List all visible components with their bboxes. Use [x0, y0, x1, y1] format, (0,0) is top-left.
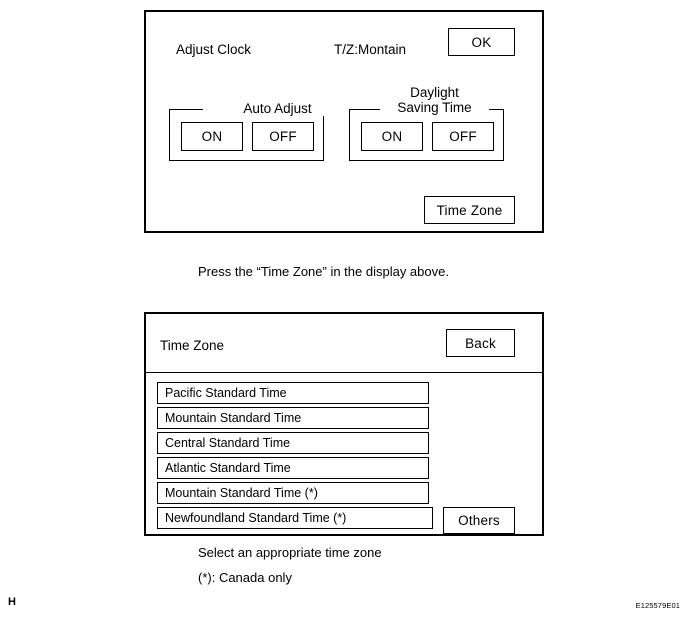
- auto-adjust-group: Auto Adjust ON OFF: [169, 101, 352, 161]
- daylight-saving-off-button[interactable]: OFF: [432, 122, 494, 151]
- title-divider: [146, 372, 542, 373]
- adjust-clock-screen: Adjust Clock T/Z:Montain OK Auto Adjust …: [144, 10, 544, 233]
- list-item[interactable]: Pacific Standard Time: [157, 382, 429, 404]
- daylight-saving-on-button[interactable]: ON: [361, 122, 423, 151]
- ok-button[interactable]: OK: [448, 28, 515, 56]
- daylight-saving-time-group: Daylight Saving Time ON OFF: [349, 85, 504, 161]
- figure-code: E125579E01: [635, 601, 680, 610]
- select-instruction-caption: Select an appropriate time zone: [198, 545, 382, 560]
- daylight-saving-time-group-label: Daylight Saving Time: [380, 85, 489, 115]
- auto-adjust-off-button[interactable]: OFF: [252, 122, 314, 151]
- section-letter-mark: H: [8, 596, 16, 608]
- press-instruction-caption: Press the “Time Zone” in the display abo…: [198, 264, 449, 279]
- footnote-caption: (*): Canada only: [198, 570, 292, 585]
- daylight-saving-label-line2: Saving Time: [397, 100, 472, 115]
- list-item[interactable]: Central Standard Time: [157, 432, 429, 454]
- list-item[interactable]: Mountain Standard Time (*): [157, 482, 429, 504]
- list-item[interactable]: Mountain Standard Time: [157, 407, 429, 429]
- time-zone-screen: Time Zone Back Pacific Standard Time Mou…: [144, 312, 544, 536]
- list-item[interactable]: Newfoundland Standard Time (*): [157, 507, 433, 529]
- adjust-clock-title: Adjust Clock: [176, 42, 252, 57]
- auto-adjust-on-button[interactable]: ON: [181, 122, 243, 151]
- auto-adjust-group-label: Auto Adjust: [203, 101, 352, 116]
- back-button[interactable]: Back: [446, 329, 515, 357]
- list-item[interactable]: Atlantic Standard Time: [157, 457, 429, 479]
- timezone-indicator: T/Z:Montain: [334, 42, 407, 57]
- daylight-saving-label-line1: Daylight: [410, 85, 459, 100]
- time-zone-button[interactable]: Time Zone: [424, 196, 515, 224]
- time-zone-list: Pacific Standard Time Mountain Standard …: [157, 382, 433, 532]
- time-zone-title: Time Zone: [160, 338, 225, 353]
- others-button[interactable]: Others: [443, 507, 515, 534]
